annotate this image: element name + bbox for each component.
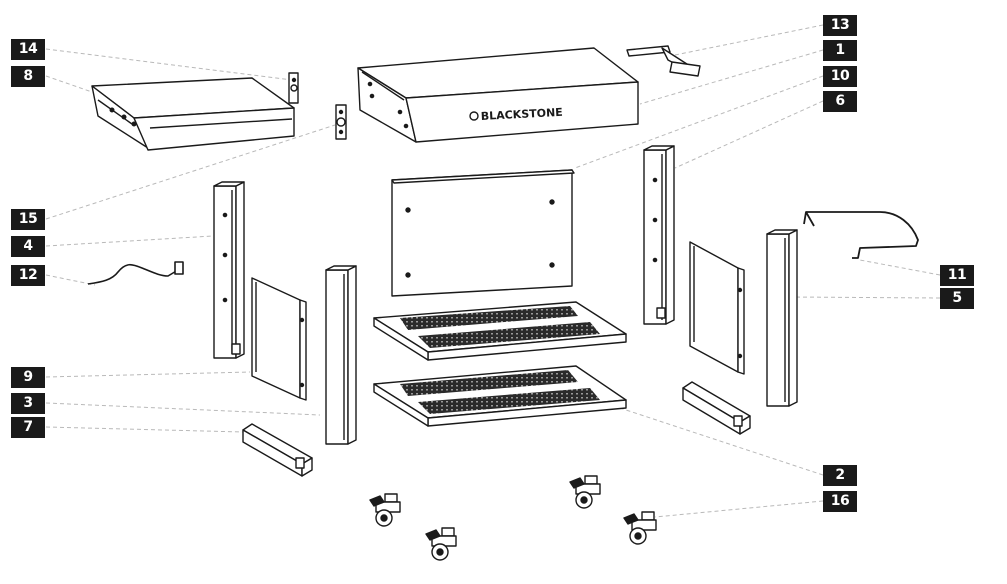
right-leg-part-5 [766, 229, 798, 407]
callout-13: 13 [823, 15, 857, 36]
side-shelf-part [91, 77, 295, 151]
callout-1: 1 [823, 40, 857, 61]
callout-4: 4 [11, 236, 45, 257]
side-panel-right [689, 241, 745, 375]
towel-bar-part [803, 211, 919, 259]
right-leg-part-6 [643, 145, 675, 325]
callout-8: 8 [11, 66, 45, 87]
callout-15: 15 [11, 209, 45, 230]
bracket-part-14 [288, 72, 299, 104]
side-panel-part-9 [251, 277, 307, 401]
caster-wheel-3 [569, 475, 601, 509]
caster-wheel-1 [369, 493, 401, 527]
bracket-part-15 [335, 104, 347, 140]
wire-part [87, 261, 184, 285]
back-panel-part [391, 169, 575, 297]
caster-wheel-2 [425, 527, 457, 561]
callout-14: 14 [11, 39, 45, 60]
callout-12: 12 [11, 265, 45, 286]
callout-7: 7 [11, 417, 45, 438]
leader-lines [45, 24, 941, 518]
callout-16: 16 [823, 491, 857, 512]
brand-logo: BLACKSTONE [480, 106, 563, 123]
foot-part-7 [242, 423, 313, 477]
callout-10: 10 [823, 66, 857, 87]
foot-part-right [682, 381, 751, 435]
shelf-upper [373, 301, 627, 361]
callout-3: 3 [11, 393, 45, 414]
callout-2: 2 [823, 465, 857, 486]
callout-5: 5 [940, 288, 974, 309]
caster-wheel-4 [623, 511, 657, 545]
callout-11: 11 [940, 265, 974, 286]
shelf-lower [373, 365, 627, 427]
handle-part [626, 45, 701, 77]
callout-9: 9 [11, 367, 45, 388]
left-leg-part-4 [213, 181, 245, 359]
left-leg-part-3 [325, 265, 357, 445]
callout-6: 6 [823, 91, 857, 112]
hood-part: BLACKSTONE [357, 47, 639, 143]
